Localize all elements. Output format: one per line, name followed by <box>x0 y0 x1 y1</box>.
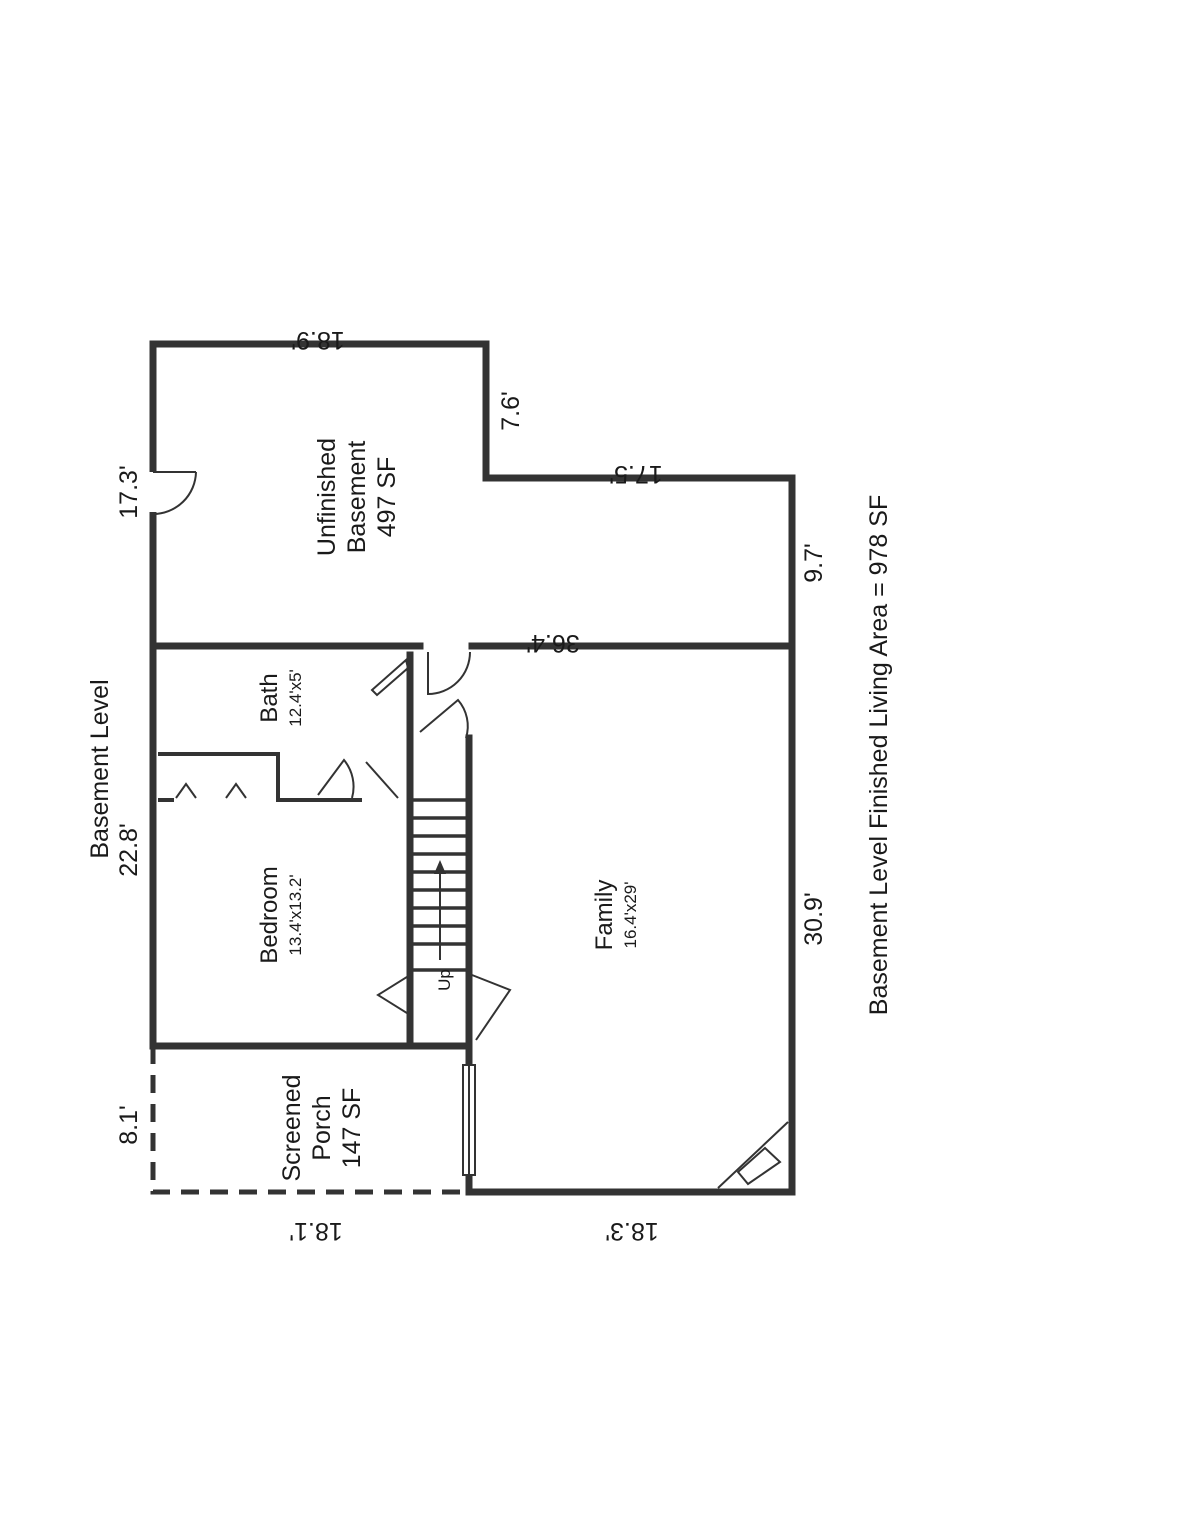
svg-text:147 SF: 147 SF <box>338 1088 366 1169</box>
door-stair-landing <box>376 973 512 1041</box>
svg-text:8.1': 8.1' <box>115 1105 143 1145</box>
room-label-bedroom: Bedroom 13.4'x13.2' <box>256 866 305 963</box>
dim-left-porch: 8.1' <box>115 1105 143 1145</box>
room-label-unfinished: Unfinished Basement 497 SF <box>313 438 401 556</box>
dim-notch-vertical: 7.6' <box>497 391 525 431</box>
svg-text:Basement Level: Basement Level <box>86 679 114 858</box>
dim-bottom-family: 18.3' <box>605 1217 658 1245</box>
svg-text:Up: Up <box>435 969 454 991</box>
screened-porch-outline <box>150 1046 463 1195</box>
door-bath <box>370 658 469 739</box>
svg-text:Unfinished: Unfinished <box>313 438 341 556</box>
svg-text:12.4'x5': 12.4'x5' <box>286 669 305 727</box>
svg-text:22.8': 22.8' <box>115 823 143 876</box>
door-unfinished-exterior <box>146 471 197 515</box>
dim-bottom-porch: 18.1' <box>289 1217 342 1245</box>
svg-text:Family: Family <box>591 880 618 951</box>
svg-text:Bedroom: Bedroom <box>256 866 283 963</box>
svg-text:Basement: Basement <box>343 441 371 554</box>
dim-right-unfinished: 9.7' <box>800 543 828 583</box>
door-bedroom-closet <box>317 758 399 799</box>
door-family-unfinished <box>427 651 471 696</box>
svg-text:18.9': 18.9' <box>291 326 344 354</box>
svg-text:7.6': 7.6' <box>497 391 525 431</box>
svg-text:17.5': 17.5' <box>609 460 662 488</box>
svg-text:Basement Level Finished Living: Basement Level Finished Living Area = 97… <box>865 495 893 1015</box>
closet-doors <box>175 782 247 799</box>
svg-text:Bath: Bath <box>256 673 283 722</box>
stairs-label: Up <box>435 969 454 991</box>
dim-left-bedroom: 22.8' <box>115 823 143 876</box>
dim-notch-horizontal: 17.5' <box>609 460 662 488</box>
svg-text:17.3': 17.3' <box>115 465 143 518</box>
plan-footer: Basement Level Finished Living Area = 97… <box>865 495 893 1015</box>
room-label-family: Family 16.4'x29' <box>591 880 640 951</box>
svg-text:18.1': 18.1' <box>289 1217 342 1245</box>
arrow-up-icon <box>434 860 446 874</box>
dim-interior-wall: 36.4' <box>526 629 579 657</box>
dim-right-family: 30.9' <box>800 892 828 945</box>
sliding-door-porch <box>462 1064 476 1176</box>
room-label-porch: Screened Porch 147 SF <box>278 1074 366 1181</box>
svg-text:30.9': 30.9' <box>800 892 828 945</box>
svg-text:36.4': 36.4' <box>526 629 579 657</box>
plan-title: Basement Level <box>86 679 114 858</box>
fireplace <box>717 1121 789 1189</box>
svg-text:9.7': 9.7' <box>800 543 828 583</box>
interior-walls <box>149 642 796 1050</box>
svg-text:Screened: Screened <box>278 1074 306 1181</box>
staircase <box>408 798 471 972</box>
svg-text:16.4'x29': 16.4'x29' <box>621 882 640 949</box>
svg-text:Porch: Porch <box>308 1095 336 1160</box>
room-label-bath: Bath 12.4'x5' <box>256 669 305 727</box>
svg-text:13.4'x13.2': 13.4'x13.2' <box>286 874 305 955</box>
dim-top-unfinished: 18.9' <box>291 326 344 354</box>
svg-text:18.3': 18.3' <box>605 1217 658 1245</box>
svg-text:497 SF: 497 SF <box>373 457 401 538</box>
dim-left-unfinished: 17.3' <box>115 465 143 518</box>
